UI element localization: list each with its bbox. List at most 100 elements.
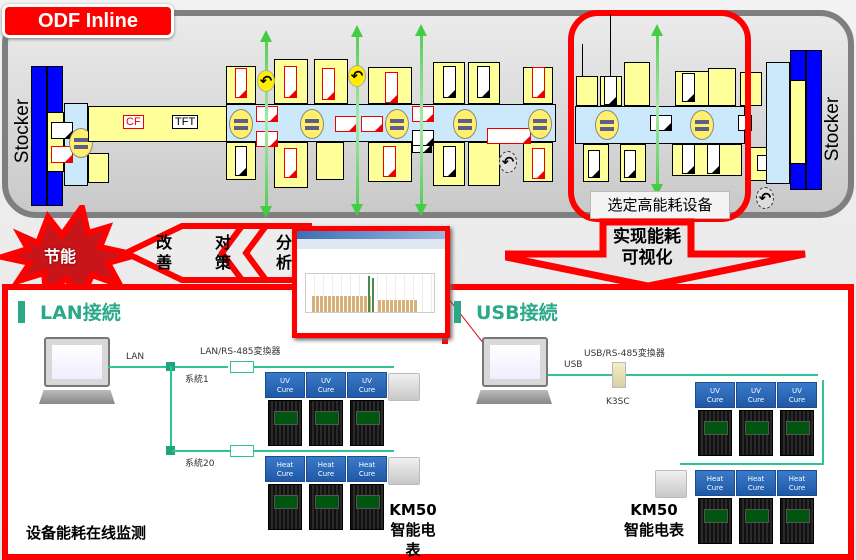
usb-return-cable bbox=[680, 463, 824, 465]
k3sc-label: K3SC bbox=[606, 397, 630, 407]
empty-slot bbox=[655, 470, 687, 498]
transfer-robot-icon bbox=[690, 110, 714, 140]
lan-converter-1 bbox=[230, 361, 254, 373]
energy-saving-label: 节能 bbox=[44, 247, 77, 266]
visualization-label-line2: 可视化 bbox=[621, 248, 673, 268]
km50-meter-icon bbox=[350, 400, 384, 446]
lan-converter-20 bbox=[230, 445, 254, 457]
rotate-icon: ↶ bbox=[348, 65, 366, 87]
glass-substrate bbox=[487, 128, 531, 144]
stocker-port bbox=[47, 112, 64, 172]
stocker-label-right: Stocker bbox=[822, 96, 843, 162]
thumb-bars bbox=[378, 300, 418, 312]
thumb-chart bbox=[305, 273, 435, 313]
lan-laptop-base bbox=[39, 390, 115, 404]
glass-substrate bbox=[385, 72, 398, 103]
rs485-cable bbox=[254, 366, 394, 368]
visualization-arrow bbox=[505, 218, 806, 290]
glass-substrate bbox=[412, 130, 434, 146]
high-energy-equipment-label: 选定高能耗设备 bbox=[590, 191, 730, 219]
km50-meter-icon bbox=[780, 498, 814, 544]
thumb-bars bbox=[312, 296, 372, 312]
k3sc-converter-icon bbox=[612, 362, 626, 388]
km50-meter-icon bbox=[780, 410, 814, 456]
arrow-line bbox=[582, 44, 583, 76]
stocker-port bbox=[790, 80, 806, 164]
km50-meter-icon bbox=[309, 484, 343, 530]
step-analyze-top: 分 bbox=[275, 233, 292, 252]
meter-label-heat-cure: Heat Cure bbox=[736, 470, 776, 496]
km50-meter-icon bbox=[309, 400, 343, 446]
lan-meter-name: 智能电表 bbox=[390, 521, 436, 559]
km50-meter-icon bbox=[698, 498, 732, 544]
process-unit bbox=[316, 142, 344, 180]
system1-label: 系統1 bbox=[185, 375, 209, 385]
glass-substrate bbox=[532, 67, 545, 98]
meter-label-heat-cure: Heat Cure bbox=[695, 470, 735, 496]
meter-label-uv-cure: UV Cure bbox=[777, 382, 817, 408]
lan-hub-node bbox=[166, 446, 175, 455]
visualization-label: 实现能耗 可视化 bbox=[600, 227, 694, 269]
glass-substrate bbox=[412, 106, 434, 122]
rotate-icon: ↶ bbox=[499, 151, 517, 173]
stocker-label-left: Stocker bbox=[12, 98, 33, 164]
meter-label-uv-cure: UV Cure bbox=[347, 372, 387, 398]
glass-substrate bbox=[477, 66, 490, 98]
transfer-robot-icon bbox=[385, 109, 409, 139]
vertical-transfer-arrow-icon bbox=[351, 25, 363, 216]
lan-trunk-cable bbox=[170, 366, 172, 450]
thumb-toolbar bbox=[297, 239, 445, 249]
lan-laptop-icon bbox=[44, 337, 110, 387]
meter-label-heat-cure: Heat Cure bbox=[306, 456, 346, 482]
lan-meter-caption: KM50 智能电表 bbox=[388, 500, 438, 560]
glass-substrate bbox=[682, 73, 695, 102]
meter-label-heat-cure: Heat Cure bbox=[347, 456, 387, 482]
glass-substrate bbox=[682, 144, 695, 174]
usb-link-label: USB bbox=[564, 360, 583, 370]
glass-substrate bbox=[383, 146, 396, 177]
glass-substrate bbox=[235, 146, 247, 176]
transfer-robot-icon bbox=[595, 110, 619, 140]
glass-substrate bbox=[707, 144, 720, 174]
glass-substrate bbox=[235, 68, 247, 98]
usb-title-marker bbox=[454, 301, 461, 323]
process-unit bbox=[468, 142, 500, 186]
km50-meter-icon bbox=[350, 484, 384, 530]
cf-tag: CF bbox=[123, 115, 144, 129]
km50-meter-icon bbox=[739, 410, 773, 456]
transfer-robot-icon bbox=[300, 109, 324, 139]
glass-substrate bbox=[322, 68, 335, 100]
meter-label-heat-cure: Heat Cure bbox=[265, 456, 305, 482]
meter-label-uv-cure: UV Cure bbox=[736, 382, 776, 408]
usb-laptop-base bbox=[476, 390, 552, 404]
thumb-titlebar bbox=[297, 231, 445, 239]
usb-meter-caption: KM50 智能电表 bbox=[614, 500, 694, 540]
rotate-icon: ↶ bbox=[756, 187, 774, 209]
usb-meter-model: KM50 bbox=[630, 501, 678, 519]
lan-cable bbox=[172, 450, 232, 452]
usb-laptop-icon bbox=[482, 337, 548, 387]
lan-converter-label: LAN/RS-485変換器 bbox=[200, 347, 281, 357]
glass-substrate bbox=[284, 148, 297, 178]
glass-substrate bbox=[361, 116, 383, 132]
empty-slot bbox=[388, 457, 420, 485]
glass-substrate bbox=[604, 76, 617, 105]
km50-meter-icon bbox=[698, 410, 732, 456]
visualization-label-line1: 实现能耗 bbox=[613, 227, 681, 247]
transfer-robot-icon bbox=[229, 109, 253, 139]
glass-substrate bbox=[650, 115, 672, 131]
vertical-transfer-arrow-icon bbox=[260, 30, 272, 218]
main-conveyor bbox=[88, 106, 228, 142]
glass-substrate bbox=[624, 150, 636, 178]
glass-substrate bbox=[284, 66, 297, 98]
online-monitoring-caption: 设备能耗在线监测 bbox=[26, 524, 147, 542]
glass-substrate bbox=[443, 66, 456, 98]
step-countermeasure-bottom: 策 bbox=[214, 253, 231, 272]
transfer-robot-icon bbox=[453, 109, 477, 139]
vertical-transfer-arrow-icon bbox=[415, 24, 427, 216]
glass-substrate bbox=[335, 116, 357, 132]
rs485-cable bbox=[254, 450, 394, 452]
lan-meter-model: KM50 bbox=[389, 501, 437, 519]
km50-meter-icon bbox=[268, 400, 302, 446]
usb-return-cable bbox=[822, 380, 824, 464]
